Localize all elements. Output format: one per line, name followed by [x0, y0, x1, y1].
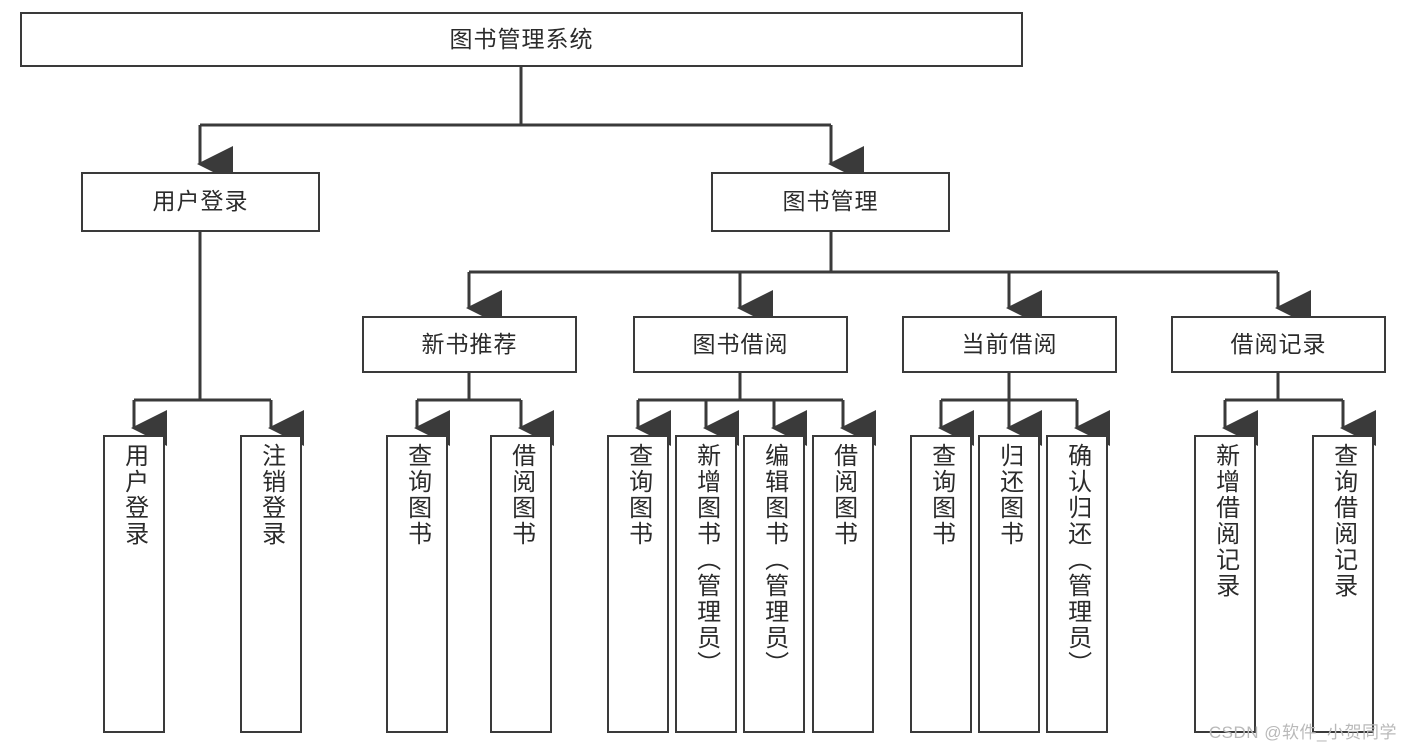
- node-new-book-recommend[interactable]: 新书推荐: [362, 316, 577, 373]
- node-leaf-query-book-borrow[interactable]: 查询图书: [607, 435, 669, 733]
- node-root-book-management-system[interactable]: 图书管理系统: [20, 12, 1023, 67]
- node-leaf-borrow-book-recommend[interactable]: 借阅图书: [490, 435, 552, 733]
- node-label: 用户登录: [152, 188, 249, 215]
- node-current-borrow[interactable]: 当前借阅: [902, 316, 1117, 373]
- node-label: 查询图书: [927, 443, 955, 547]
- node-leaf-user-login[interactable]: 用户登录: [103, 435, 165, 733]
- node-borrow-record[interactable]: 借阅记录: [1171, 316, 1386, 373]
- node-leaf-edit-book-admin[interactable]: 编辑图书（管理员）: [743, 435, 805, 733]
- node-leaf-return-book[interactable]: 归还图书: [978, 435, 1040, 733]
- node-leaf-query-borrow-record[interactable]: 查询借阅记录: [1312, 435, 1374, 733]
- node-label: 新增图书（管理员）: [692, 443, 720, 677]
- node-book-management[interactable]: 图书管理: [711, 172, 950, 232]
- node-label: 注销登录: [257, 443, 285, 547]
- node-label: 新书推荐: [421, 330, 518, 357]
- node-leaf-query-book-current[interactable]: 查询图书: [910, 435, 972, 733]
- watermark-text: CSDN @软件_小贺同学: [1208, 723, 1397, 742]
- node-label: 借阅图书: [507, 443, 535, 547]
- node-label: 查询图书: [403, 443, 431, 547]
- node-label: 确认归还（管理员）: [1063, 443, 1091, 677]
- node-label: 编辑图书（管理员）: [760, 443, 788, 677]
- node-leaf-logout-login[interactable]: 注销登录: [240, 435, 302, 733]
- node-label: 图书管理: [782, 188, 879, 215]
- node-leaf-query-book-recommend[interactable]: 查询图书: [386, 435, 448, 733]
- node-label: 查询图书: [624, 443, 652, 547]
- node-label: 归还图书: [995, 443, 1023, 547]
- node-label: 借阅记录: [1230, 330, 1327, 357]
- node-label: 借阅图书: [829, 443, 857, 547]
- node-label: 当前借阅: [961, 330, 1058, 357]
- node-label: 图书借阅: [692, 330, 789, 357]
- node-leaf-confirm-return-admin[interactable]: 确认归还（管理员）: [1046, 435, 1108, 733]
- node-leaf-add-borrow-record[interactable]: 新增借阅记录: [1194, 435, 1256, 733]
- node-label: 用户登录: [120, 443, 148, 547]
- node-label: 新增借阅记录: [1211, 443, 1239, 599]
- node-leaf-borrow-book[interactable]: 借阅图书: [812, 435, 874, 733]
- node-label: 查询借阅记录: [1329, 443, 1357, 599]
- node-user-login[interactable]: 用户登录: [81, 172, 320, 232]
- node-leaf-add-book-admin[interactable]: 新增图书（管理员）: [675, 435, 737, 733]
- node-label: 图书管理系统: [449, 25, 594, 52]
- node-book-borrow[interactable]: 图书借阅: [633, 316, 848, 373]
